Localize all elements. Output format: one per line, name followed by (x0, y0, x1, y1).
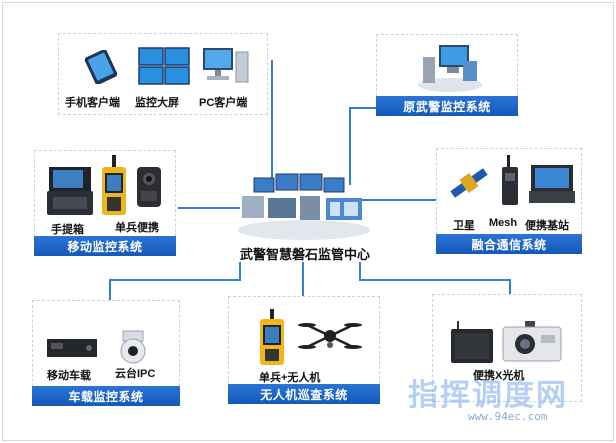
fusion-system-title: 融合通信系统 (436, 234, 582, 254)
vehicle-label-ptz: 云台IPC (115, 368, 156, 380)
mobile-label-suitcase: 手提箱 (51, 224, 84, 236)
mobile-system-box: 手提箱 单兵便携 移动监控系统 (34, 150, 176, 256)
mobile-system-title: 移动监控系统 (34, 236, 176, 256)
line-legacy (349, 107, 380, 185)
center-title: 武警智慧磐石监管中心 (239, 247, 370, 262)
drone-label: 单兵+无人机 (259, 372, 321, 384)
smartphone-icon (84, 50, 118, 84)
watermark: 指挥调度网 www.94ec.com (408, 370, 616, 430)
terminal-label-phone: 手机客户端 (65, 97, 120, 109)
watermark-text: 指挥调度网 (408, 378, 568, 413)
drone-system-box: 单兵+无人机 无人机巡查系统 (228, 296, 380, 404)
satellite-icon (450, 168, 488, 198)
body-camera-icon (137, 167, 161, 207)
terminals-box: 手机客户端 监控大屏 PC客户端 (58, 33, 268, 115)
line-xray (359, 262, 511, 298)
vehicle-dvr-icon (47, 339, 97, 357)
xray-label: 便携X光机 (473, 370, 525, 382)
fusion-label-mesh: Mesh (489, 217, 518, 229)
body-camera-icon (260, 309, 284, 365)
xray-generator-icon (451, 321, 493, 363)
ptz-camera-icon (120, 330, 146, 364)
line-vehicle (109, 262, 241, 302)
legacy-system-title: 原武警监控系统 (376, 96, 518, 116)
watermark-url: www.94ec.com (468, 410, 548, 423)
workstation-icon (418, 45, 482, 92)
body-camera-icon (102, 155, 126, 215)
suitcase-terminal-icon (47, 167, 93, 215)
drone-system-title: 无人机巡查系统 (228, 384, 380, 404)
video-wall-icon (138, 47, 190, 85)
terminal-label-pc: PC客户端 (199, 97, 248, 109)
rugged-laptop-icon (529, 165, 575, 203)
pc-icon (203, 48, 249, 83)
fusion-label-satellite: 卫星 (453, 220, 475, 232)
fusion-system-box: 卫星 Mesh 便携基站 融合通信系统 (436, 148, 582, 254)
vehicle-label-mobile: 移动车载 (47, 370, 91, 382)
command-center-icon (238, 173, 370, 240)
vehicle-system-title: 车载监控系统 (32, 386, 180, 406)
fusion-label-basestation: 便携基站 (525, 220, 569, 232)
xray-machine-icon (502, 321, 562, 362)
vehicle-system-box: 移动车载 云台IPC 车载监控系统 (32, 300, 180, 406)
terminal-label-videowall: 监控大屏 (135, 97, 179, 109)
xray-system-box: 便携X光机 (432, 294, 582, 402)
drone-icon (298, 323, 362, 349)
mobile-label-portable: 单兵便携 (115, 222, 159, 234)
legacy-system-box: 原武警监控系统 (376, 34, 518, 116)
radio-icon (502, 155, 518, 205)
